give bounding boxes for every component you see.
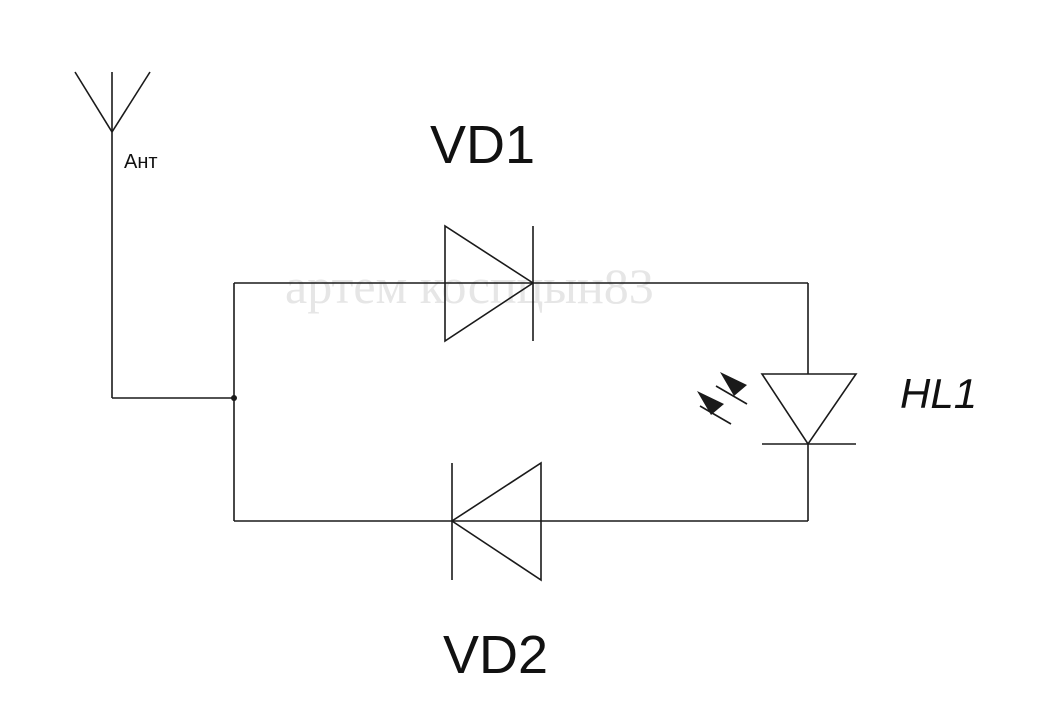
vd1-label: VD1 (430, 115, 535, 175)
junction-dot (231, 395, 237, 401)
light-arrows-icon (697, 372, 748, 425)
diode-vd2-symbol (450, 461, 542, 582)
wires (111, 132, 809, 522)
led-hl1-symbol (760, 373, 858, 446)
diode-vd1-symbol (444, 224, 535, 343)
vd2-label: VD2 (443, 625, 548, 685)
watermark-text: артем коспцын83 (285, 258, 654, 314)
antenna-symbol (74, 71, 151, 133)
antenna-label: Ант (124, 151, 158, 173)
hl1-label: HL1 (900, 370, 977, 417)
